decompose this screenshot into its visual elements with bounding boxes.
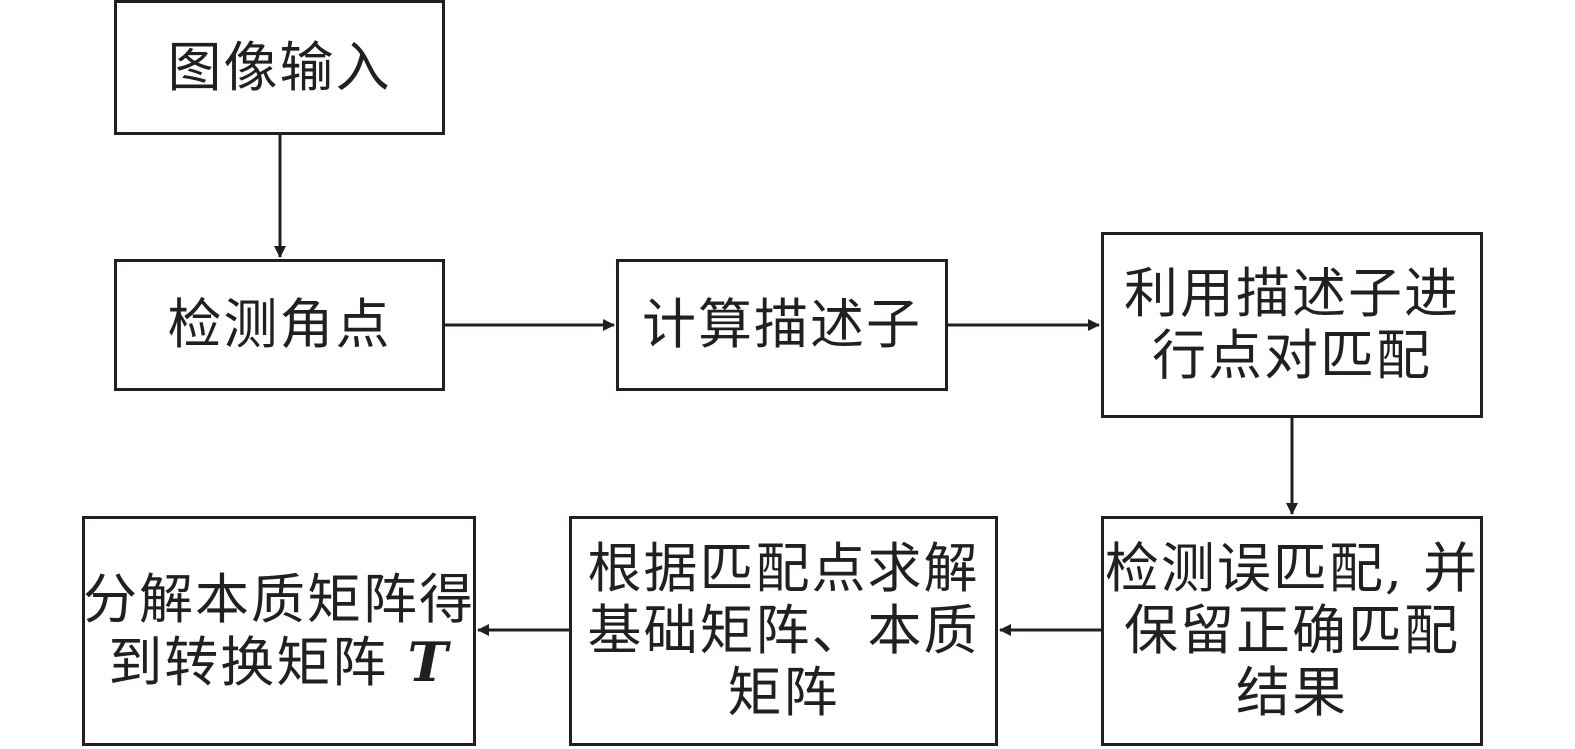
box-match-points-line-1: 利用描述子进 xyxy=(1124,262,1460,325)
box-decompose-line-2: 到转换矩阵 T xyxy=(108,631,449,694)
box-solve-matrices-line-1: 根据匹配点求解 xyxy=(587,537,980,600)
box-solve-matrices: 根据匹配点求解 基础矩阵、本质 矩阵 xyxy=(569,516,998,746)
box-detect-mismatch: 检测误匹配, 并 保留正确匹配 结果 xyxy=(1101,516,1483,746)
box-detect-mismatch-line-2: 保留正确匹配 xyxy=(1124,599,1460,662)
box-image-input-line-1: 图像输入 xyxy=(167,35,392,99)
box-detect-mismatch-line-1: 检测误匹配, 并 xyxy=(1104,537,1480,600)
box-detect-mismatch-line-3: 结果 xyxy=(1236,661,1348,724)
box-decompose-line-2-text: 到转换矩阵 xyxy=(108,630,408,694)
box-decompose-line-1: 分解本质矩阵得 xyxy=(83,567,475,631)
box-match-points: 利用描述子进 行点对匹配 xyxy=(1101,232,1483,418)
box-detect-corners-line-1: 检测角点 xyxy=(167,293,392,356)
box-detect-corners: 检测角点 xyxy=(114,259,445,391)
box-image-input: 图像输入 xyxy=(114,0,445,135)
box-compute-descriptors: 计算描述子 xyxy=(616,259,948,391)
transform-matrix-symbol: T xyxy=(407,629,450,694)
box-decompose-essential-matrix: 分解本质矩阵得 到转换矩阵 T xyxy=(82,516,476,746)
box-compute-descriptors-line-1: 计算描述子 xyxy=(642,293,922,356)
box-match-points-line-2: 行点对匹配 xyxy=(1152,324,1432,387)
box-solve-matrices-line-2: 基础矩阵、本质 xyxy=(587,599,980,662)
box-solve-matrices-line-3: 矩阵 xyxy=(727,661,840,724)
